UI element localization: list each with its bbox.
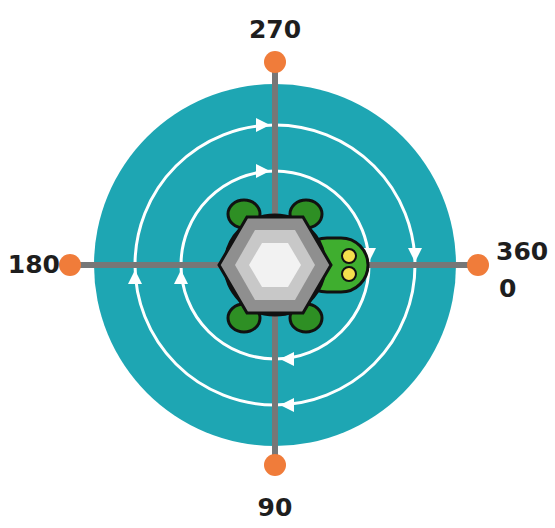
arrow-head [174,270,188,284]
turtle-eye [342,267,356,281]
axis-dots [264,454,286,476]
direction-arrows [128,118,422,412]
axis-dots [467,254,489,276]
axes [70,62,478,465]
arrow-head [256,164,270,178]
arrow-head [408,248,422,262]
angle-label: 0 [499,275,516,303]
arrow-head [280,398,294,412]
turtle-icon [219,200,368,332]
axis-dots [59,51,489,476]
arrow-head [256,118,270,132]
axis-dots [59,254,81,276]
angle-label: 360 [496,238,548,266]
shell-facet [235,230,315,300]
shell-hexagon [219,217,331,313]
axis-dots [264,51,286,73]
angle-label: 90 [258,494,293,522]
arrow-head [128,270,142,284]
arrow-head [280,352,294,366]
angle-label: 180 [8,251,60,279]
turtle-eye [342,249,356,263]
shell-center [249,243,301,287]
angle-label: 270 [249,16,301,44]
